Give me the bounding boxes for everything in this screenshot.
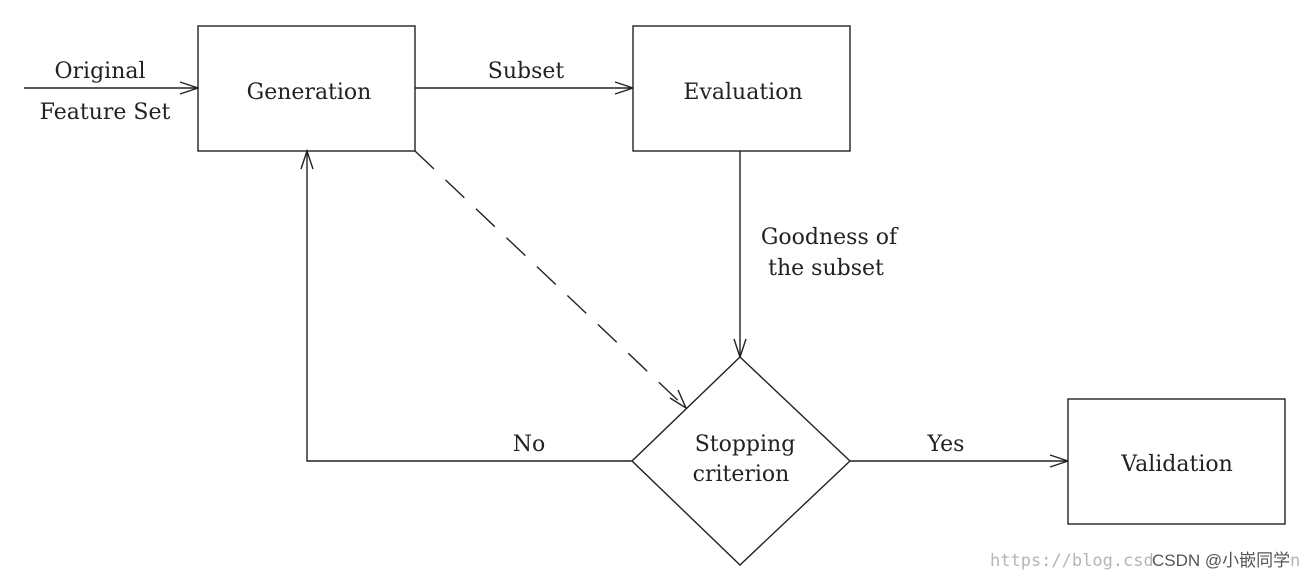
- no-label: No: [513, 432, 546, 457]
- input-label-line1: Original: [54, 59, 145, 84]
- generation-node: Generation: [197, 25, 416, 152]
- watermark-url: https://blog.csd: [990, 551, 1154, 571]
- goodness-label-line1: Goodness of: [761, 225, 899, 250]
- stopping-label-line1: Stopping: [695, 432, 796, 457]
- generation-label: Generation: [247, 80, 372, 105]
- subset-label: Subset: [488, 59, 565, 84]
- goodness-arrow: [733, 151, 747, 360]
- stopping-criterion-node: Stopping criterion: [630, 356, 852, 566]
- watermark-credit: CSDN @小嵌同学: [1152, 551, 1290, 570]
- validation-label: Validation: [1120, 452, 1233, 477]
- yes-label: Yes: [927, 432, 965, 457]
- watermark-tail: n: [1290, 551, 1300, 571]
- input-label-line2: Feature Set: [40, 100, 171, 125]
- evaluation-node: Evaluation: [632, 25, 851, 152]
- no-feedback-arrow: [300, 148, 632, 462]
- stopping-label-line2: criterion: [693, 462, 790, 487]
- validation-node: Validation: [1067, 398, 1286, 525]
- evaluation-label: Evaluation: [683, 80, 802, 105]
- goodness-label-line2: the subset: [768, 256, 884, 281]
- watermark: https://blog.csd CSDN @小嵌同学 n: [990, 551, 1300, 571]
- dashed-shortcut-arrow: [414, 150, 688, 410]
